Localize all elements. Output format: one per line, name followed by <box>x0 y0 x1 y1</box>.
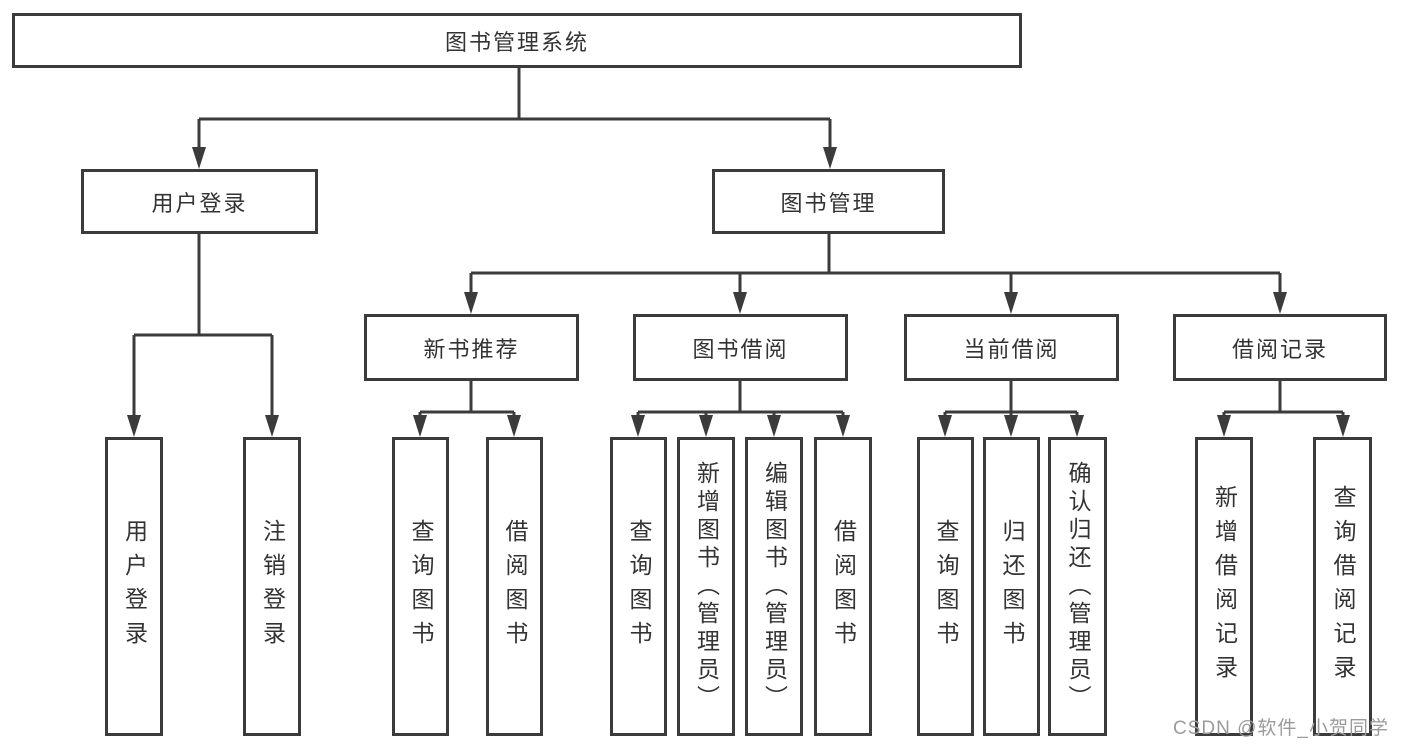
leaf-label: 借阅图书 <box>502 518 528 655</box>
leaf-query-book-current: 查询图书 <box>917 437 974 736</box>
leaf-query-borrow-record: 查询借阅记录 <box>1313 437 1372 736</box>
leaf-label: 归还图书 <box>999 518 1025 655</box>
leaf-query-book-borrow: 查询图书 <box>610 437 667 736</box>
leaf-label: 注销登录 <box>259 518 286 655</box>
leaf-add-borrow-record: 新增借阅记录 <box>1195 437 1253 736</box>
leaf-label: 查询图书 <box>626 518 652 655</box>
node-root-system: 图书管理系统 <box>12 13 1022 68</box>
leaf-label: 新增借阅记录 <box>1211 484 1238 689</box>
node-borrow-record: 借阅记录 <box>1173 314 1387 381</box>
leaf-add-book-admin: 新增图书（管理员） <box>677 437 735 736</box>
leaf-confirm-return-admin: 确认归还（管理员） <box>1048 437 1107 736</box>
leaf-label: 查询借阅记录 <box>1330 484 1356 689</box>
node-user-login: 用户登录 <box>81 169 318 234</box>
leaf-query-book-recommend: 查询图书 <box>392 437 449 736</box>
node-book-management: 图书管理 <box>712 169 945 234</box>
leaf-label: 用户登录 <box>121 518 148 655</box>
leaf-logout: 注销登录 <box>243 437 301 736</box>
leaf-borrow-book-recommend: 借阅图书 <box>486 437 543 736</box>
leaf-label: 查询图书 <box>933 518 959 655</box>
node-current-borrow: 当前借阅 <box>904 314 1119 381</box>
leaf-user-login: 用户登录 <box>105 437 163 736</box>
leaf-label: 确认归还（管理员） <box>1065 460 1091 713</box>
leaf-label: 编辑图书（管理员） <box>761 460 788 713</box>
leaf-label: 新增图书（管理员） <box>693 460 720 713</box>
leaf-return-book: 归还图书 <box>983 437 1040 736</box>
leaf-edit-book-admin: 编辑图书（管理员） <box>745 437 803 736</box>
csdn-watermark: CSDN @软件_小贺同学 <box>1173 718 1389 739</box>
leaf-label: 借阅图书 <box>830 518 857 655</box>
leaf-label: 查询图书 <box>408 518 434 655</box>
node-new-book-recommend: 新书推荐 <box>364 314 579 381</box>
node-book-borrow: 图书借阅 <box>633 314 848 381</box>
leaf-borrow-book: 借阅图书 <box>814 437 872 736</box>
